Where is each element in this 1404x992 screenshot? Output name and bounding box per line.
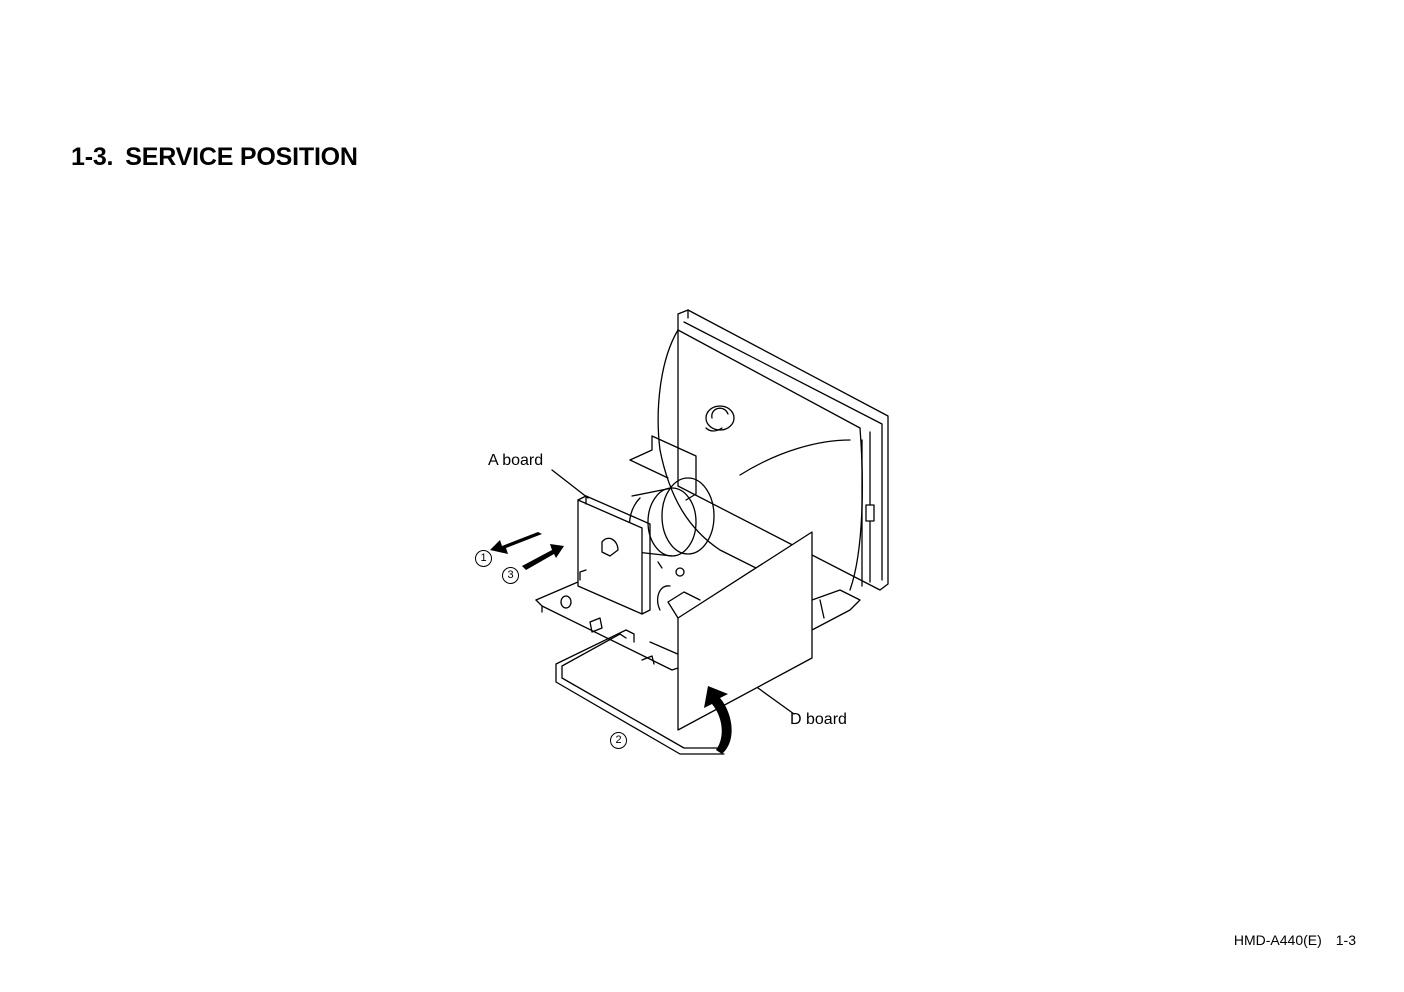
push-in-arrow-icon [522,544,564,570]
chassis-lower-detail [811,589,861,631]
page-number: 1-3 [1335,932,1356,948]
model-number: HMD-A440(E) [1233,932,1322,948]
d-board-label: D board [790,711,847,728]
step-2-marker: 2 [610,732,627,749]
step-1-marker: 1 [475,550,492,567]
step-3-marker: 3 [502,567,519,584]
crt-rear-cover [657,329,863,591]
section-heading: 1-3. SERVICE POSITION [71,143,358,172]
handle-loop [555,629,725,755]
section-number: 1-3. [71,143,114,171]
a-board-label: A board [488,452,544,469]
d-board-shape [656,531,813,731]
service-position-diagram: A board D board 1 3 2 [440,300,920,780]
a-board-leader-line [551,469,589,499]
monitor-chassis-illustration [490,309,889,755]
section-title: SERVICE POSITION [125,143,358,171]
pull-out-arrow-icon [490,532,542,554]
rotate-up-arrow-icon [704,686,732,754]
front-bezel [677,309,889,591]
page-footer: HMD-A440(E) 1-3 [1234,932,1356,948]
d-board-leader-line [757,687,795,715]
a-board-shape [577,495,651,615]
